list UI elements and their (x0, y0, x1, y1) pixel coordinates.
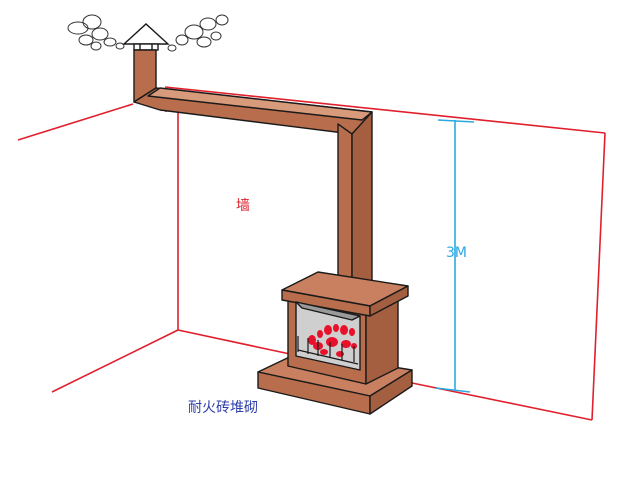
dimension-bottom-tick (435, 387, 471, 393)
fire-grate-icon (297, 336, 359, 365)
smoke-icon (67, 14, 229, 52)
floor-corner-edge (177, 329, 291, 355)
floor-left-edge (51, 329, 179, 393)
wall-right-edge (591, 132, 606, 421)
wall-top-edge (164, 86, 606, 134)
height-dimension (435, 119, 475, 393)
dimension-top-tick (437, 119, 475, 123)
base-label: 耐火砖堆砌 (188, 400, 258, 416)
wall-left-top-edge (17, 103, 134, 141)
stove-base-side (369, 369, 413, 415)
height-label: 3M (446, 245, 467, 261)
firebox-inner-wall (295, 301, 361, 321)
flue-drop-front (337, 123, 353, 291)
flue-pipe (133, 49, 373, 291)
chimney-cap-icon (122, 23, 170, 51)
stove (257, 271, 413, 415)
flue-drop-side (351, 111, 373, 291)
wall-label: 墙 (236, 198, 250, 214)
flame-icon (308, 324, 357, 357)
stove-top-side (369, 285, 409, 317)
